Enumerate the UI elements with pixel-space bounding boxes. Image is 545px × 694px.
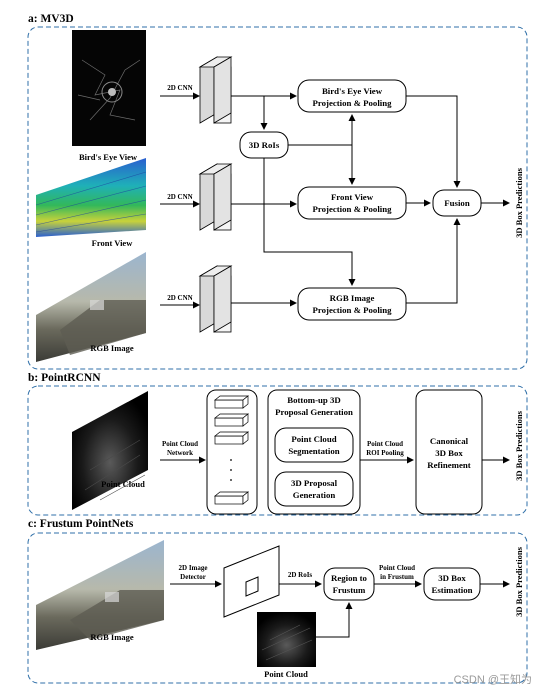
point-cloud-label-b: Point Cloud bbox=[101, 479, 145, 489]
section-b-title: b: PointRCNN bbox=[28, 372, 101, 384]
cnn-label-2: 2D CNN bbox=[167, 193, 192, 201]
segmentation-line1: Point Cloud bbox=[291, 434, 336, 444]
refinement-line1: Canonical bbox=[430, 436, 469, 446]
cnn-block-front bbox=[198, 163, 233, 231]
frustum-pc-label-line2: in Frustum bbox=[380, 573, 414, 581]
bev-projection-line2: Projection & Pooling bbox=[313, 98, 393, 108]
arrow-roi-to-rgb bbox=[263, 158, 356, 286]
bev-projection-line1: Bird's Eye View bbox=[322, 86, 383, 96]
2d-rois-label: 2D RoIs bbox=[288, 571, 313, 579]
roi-pooling-label-line1: Point Cloud bbox=[367, 440, 403, 448]
arrow-pc-to-region bbox=[316, 602, 353, 638]
section-a-title: a: MV3D bbox=[28, 13, 74, 25]
region-frustum-line1: Region to bbox=[331, 573, 368, 583]
proposal-line2: Generation bbox=[293, 490, 336, 500]
bev-label: Bird's Eye View bbox=[79, 152, 138, 162]
network-ellipsis bbox=[230, 459, 232, 481]
segmentation-box bbox=[274, 427, 354, 463]
front-projection-line2: Projection & Pooling bbox=[313, 204, 393, 214]
arrow-rgb-to-fusion bbox=[406, 218, 461, 304]
rgb-image-label-a: RGB Image bbox=[90, 343, 133, 353]
estimation-line2: Estimation bbox=[431, 585, 472, 595]
region-frustum-line2: Frustum bbox=[333, 585, 366, 595]
network-layers bbox=[214, 395, 249, 505]
point-cloud-image-c bbox=[257, 612, 316, 667]
network-label-line2: Network bbox=[167, 449, 193, 457]
rgb-projection-line2: Projection & Pooling bbox=[313, 305, 393, 315]
rgb-projection-box bbox=[297, 287, 407, 321]
rois-label: 3D RoIs bbox=[249, 140, 280, 150]
detector-label-line2: Detector bbox=[180, 573, 206, 581]
point-cloud-image-b bbox=[72, 391, 148, 510]
bev-image bbox=[72, 30, 146, 146]
stage1-title-line2: Proposal Generation bbox=[275, 407, 353, 417]
front-projection-line1: Front View bbox=[331, 192, 374, 202]
frustum-pc-label-line1: Point Cloud bbox=[379, 564, 415, 572]
output-label-c: 3D Box Predictions bbox=[514, 546, 524, 616]
roi-pooling-label-line2: ROI Pooling bbox=[366, 449, 404, 457]
output-label-a: 3D Box Predictions bbox=[514, 167, 524, 237]
rgb-image-c bbox=[36, 540, 164, 650]
detector-plane bbox=[223, 545, 280, 618]
cnn-block-rgb bbox=[198, 265, 233, 333]
front-view-image bbox=[35, 158, 147, 237]
rgb-projection-line1: RGB Image bbox=[330, 293, 375, 303]
refinement-box bbox=[415, 389, 483, 515]
watermark: CSDN @王知为 bbox=[454, 672, 532, 686]
cnn-block-bev bbox=[198, 56, 233, 124]
network-label-line1: Point Cloud bbox=[162, 440, 198, 448]
detector-label-line1: 2D Image bbox=[179, 564, 208, 572]
proposal-box bbox=[274, 471, 354, 507]
refinement-line3: Refinement bbox=[427, 460, 471, 470]
point-cloud-label-c: Point Cloud bbox=[264, 669, 308, 679]
front-view-label: Front View bbox=[92, 238, 134, 248]
fusion-label: Fusion bbox=[444, 198, 470, 208]
section-c-title: c: Frustum PointNets bbox=[28, 518, 134, 530]
proposal-line1: 3D Proposal bbox=[291, 478, 338, 488]
rgb-image-a bbox=[36, 252, 146, 362]
rgb-image-label-c: RGB Image bbox=[90, 632, 133, 642]
cnn-label-1: 2D CNN bbox=[167, 84, 192, 92]
stage1-title-line1: Bottom-up 3D bbox=[287, 395, 341, 405]
segmentation-line2: Segmentation bbox=[288, 446, 339, 456]
estimation-line1: 3D Box bbox=[438, 573, 466, 583]
refinement-line2: 3D Box bbox=[435, 448, 463, 458]
output-label-b: 3D Box Predictions bbox=[514, 410, 524, 480]
arrow-bev-to-fusion bbox=[406, 95, 461, 188]
cnn-label-3: 2D CNN bbox=[167, 294, 192, 302]
section-b-frame bbox=[27, 385, 528, 516]
